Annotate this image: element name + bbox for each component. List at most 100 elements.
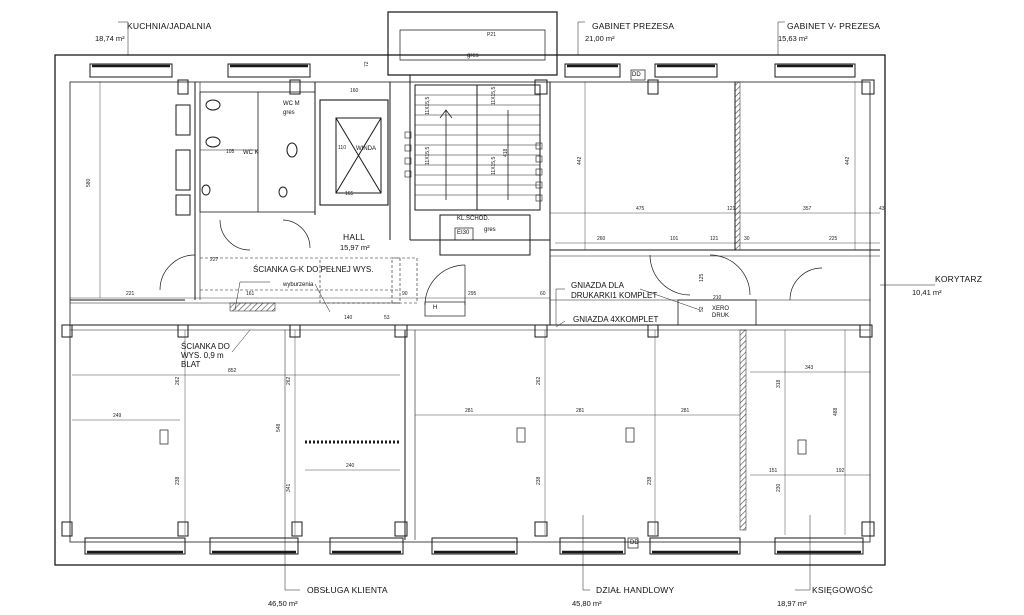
dim-165: 165	[345, 191, 354, 197]
room-name-hall: HALL	[343, 232, 366, 242]
dim-281-c: 281	[681, 408, 690, 414]
label-gres-wc: gres	[283, 110, 295, 116]
window-bottom-1	[84, 537, 186, 555]
note-low-wall-1: ŚCIANKA DO	[181, 342, 230, 351]
dim-418: 418	[503, 148, 509, 157]
note-printer-sockets-1: GNIAZDA DLA	[571, 281, 624, 290]
dim-262-c: 262	[536, 376, 542, 385]
dim-72: 72	[364, 61, 370, 67]
dim-43: 43	[879, 206, 885, 212]
label-wc-k: WC K	[243, 150, 259, 156]
dim-step-2: 11X15,5	[425, 146, 431, 165]
dim-90: 90	[402, 291, 408, 297]
dim-852: 852	[228, 368, 237, 374]
note-low-wall-2: WYS. 0,9 m	[181, 351, 224, 360]
room-area-vice-president: 15,63 m²	[778, 34, 808, 43]
dim-260: 260	[597, 236, 606, 242]
window-top-5	[774, 63, 856, 78]
dim-238-b: 238	[536, 476, 542, 485]
note-low-wall-3: BLAT	[181, 360, 201, 369]
room-name-president: GABINET PREZESA	[592, 21, 675, 31]
dim-295: 295	[468, 291, 477, 297]
dim-140: 140	[344, 315, 353, 321]
label-dd-top: DD	[632, 72, 641, 78]
window-bottom-7	[774, 537, 864, 555]
dim-30: 30	[744, 236, 750, 242]
window-top-4	[654, 63, 718, 78]
dim-60: 60	[540, 291, 546, 297]
room-area-kitchen: 18,74 m²	[95, 34, 125, 43]
room-name-corridor: KORYTARZ	[935, 274, 983, 284]
room-name-client-service: OBSŁUGA KLIENTA	[307, 585, 388, 595]
dim-121: 121	[710, 236, 719, 242]
window-bottom-2	[209, 537, 299, 555]
dim-151: 151	[769, 468, 778, 474]
dim-318: 318	[776, 379, 782, 388]
dim-221: 221	[126, 291, 135, 297]
dim-281-a: 281	[465, 408, 474, 414]
dim-341: 341	[286, 483, 292, 492]
dim-442-b: 442	[845, 156, 851, 165]
room-area-hall: 15,97 m²	[340, 243, 370, 252]
window-top-1	[89, 63, 173, 78]
dim-52: 52	[699, 306, 705, 312]
dim-192: 192	[836, 468, 845, 474]
dim-488: 488	[833, 407, 839, 416]
dim-step-3: 11X15,5	[491, 86, 497, 105]
dim-105: 105	[226, 149, 235, 155]
room-name-vice-president: GABINET V- PREZESA	[787, 21, 881, 31]
label-gres-hall: gres	[484, 227, 496, 233]
dim-121-b: 121	[727, 206, 736, 212]
note-printer-sockets-2: DRUKARKI1 KOMPLET	[571, 291, 658, 300]
inner-wall-outline	[69, 81, 871, 543]
dim-475: 475	[636, 206, 645, 212]
note-sockets-4x: GNIAZDA 4XKOMPLET	[573, 315, 659, 324]
window-bottom-3	[329, 537, 404, 555]
window-bottom-6	[649, 537, 741, 555]
label-lift: WINDA	[356, 146, 376, 152]
room-name-kitchen: KUCHNIA/JADALNIA	[127, 21, 212, 31]
dim-357: 357	[803, 206, 812, 212]
room-area-client-service: 46,50 m²	[268, 599, 298, 608]
window-bottom-5	[559, 537, 626, 555]
room-name-accounting: KSIĘGOWOŚĆ	[812, 585, 874, 595]
dim-262-b: 262	[286, 376, 292, 385]
dim-53: 53	[384, 315, 390, 321]
label-dd-bottom: DD	[630, 540, 639, 546]
window-top-2	[227, 63, 311, 78]
dim-101: 101	[670, 236, 679, 242]
label-xero: XERO	[712, 306, 730, 312]
dim-281-b: 281	[576, 408, 585, 414]
window-bottom-4	[431, 537, 518, 555]
stair-core	[387, 11, 558, 76]
dim-227: 227	[210, 257, 219, 263]
window-top-3	[564, 63, 621, 78]
label-p21: P21	[487, 32, 496, 38]
room-area-accounting: 18,97 m²	[777, 599, 807, 608]
dim-step-4: 11X15,5	[491, 156, 497, 175]
note-demolition: wyburzenia	[283, 282, 314, 288]
dim-262-a: 262	[175, 376, 181, 385]
dim-160: 160	[350, 88, 359, 94]
dim-343: 343	[805, 365, 814, 371]
dim-240: 240	[346, 463, 355, 469]
dim-210: 210	[713, 295, 722, 301]
dim-step-1: 11X15,5	[425, 96, 431, 115]
lift-shaft	[319, 99, 389, 206]
dim-442-a: 442	[577, 156, 583, 165]
label-stairwell: KL.SCHOD.	[457, 216, 490, 222]
room-area-sales: 45,80 m²	[572, 599, 602, 608]
room-name-sales: DZIAŁ HANDLOWY	[596, 585, 675, 595]
dim-580: 580	[86, 178, 92, 187]
dim-225: 225	[829, 236, 838, 242]
label-wc-m: WC M	[283, 101, 300, 107]
room-area-corridor: 10,41 m²	[912, 288, 942, 297]
label-druk: DRUK	[712, 313, 730, 319]
dim-548: 548	[276, 423, 282, 432]
note-gk-wall: ŚCIANKA G-K DO PEŁNEJ WYS.	[253, 265, 374, 274]
label-ei30: EI30	[457, 230, 470, 236]
dim-161: 161	[246, 291, 255, 297]
dim-249: 249	[113, 413, 122, 419]
dim-110: 110	[338, 145, 346, 151]
